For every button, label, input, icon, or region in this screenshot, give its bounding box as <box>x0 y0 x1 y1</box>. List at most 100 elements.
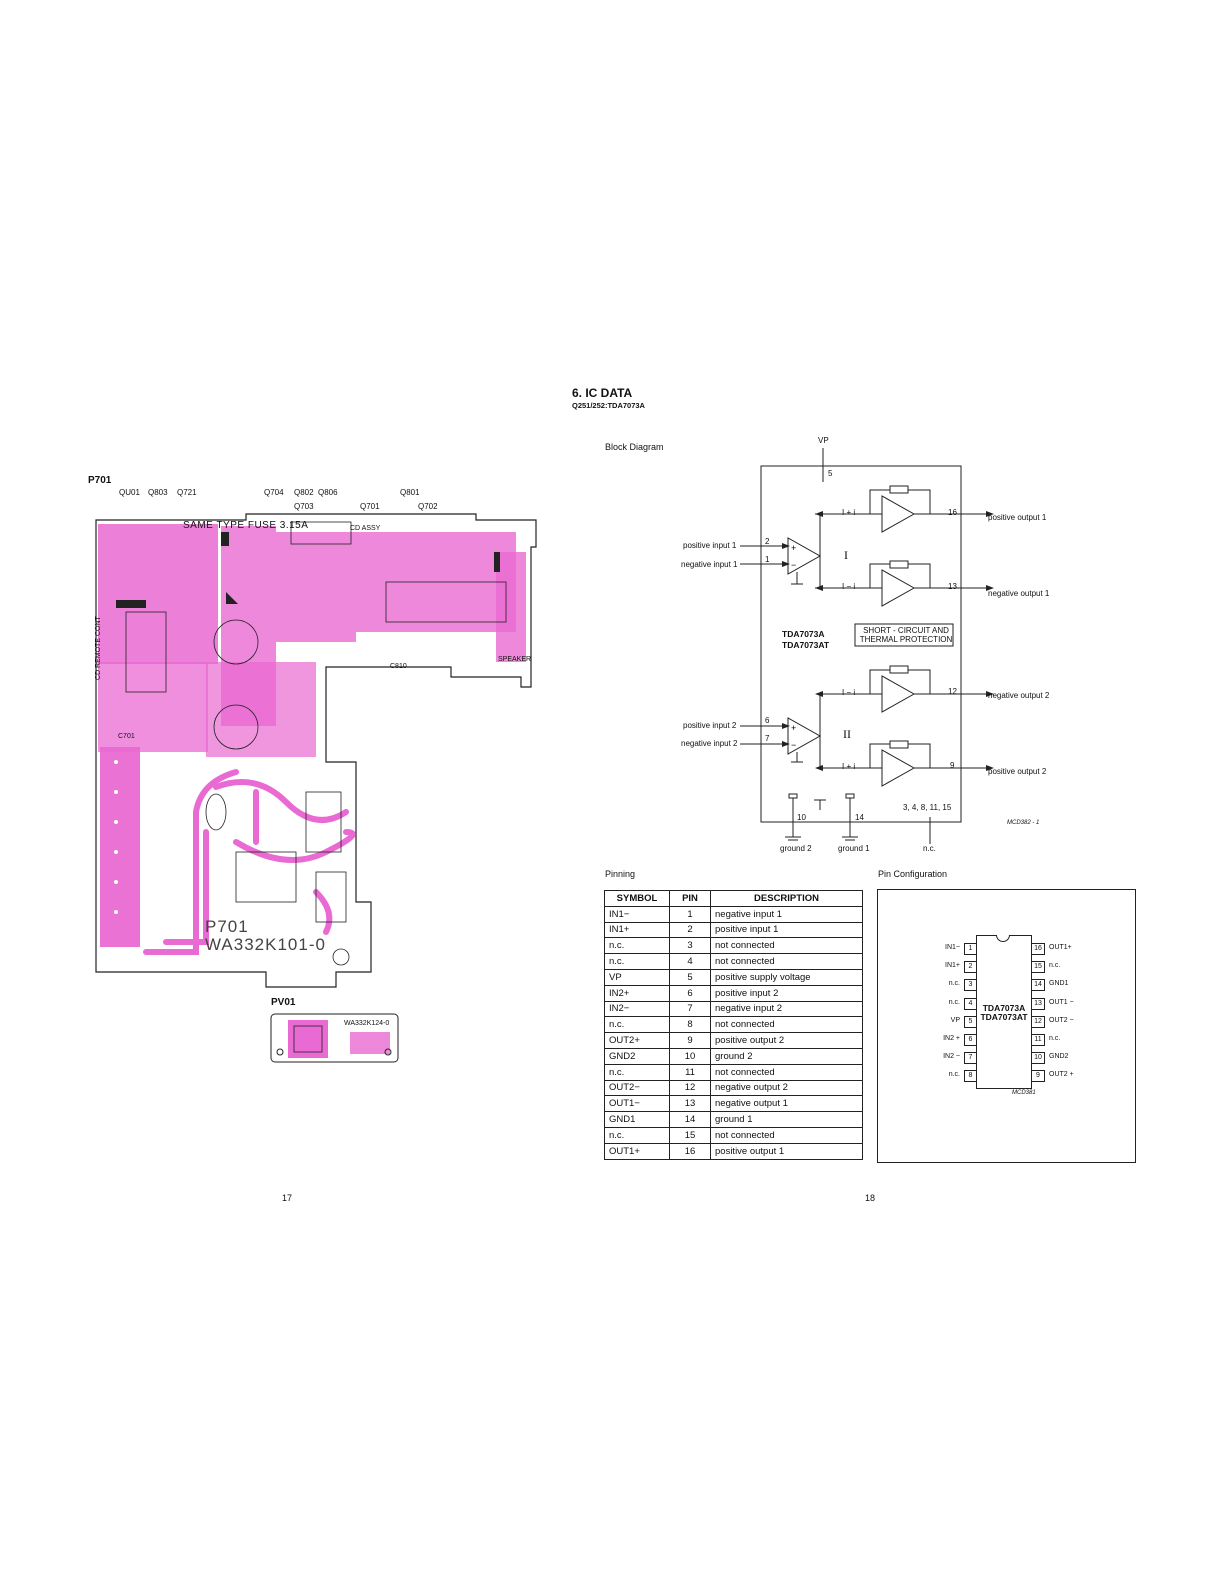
pin-symbol: n.c. <box>604 937 670 955</box>
pin-description: not connected <box>710 1063 863 1081</box>
pin-description: negative output 1 <box>710 1095 863 1113</box>
pin-number: 1 <box>669 905 711 923</box>
svg-text:−: − <box>791 740 796 750</box>
pin-config-right-pin: 11 <box>1031 1034 1045 1046</box>
pin-config-part-2: TDA7073AT <box>980 1012 1028 1022</box>
pin-config-part-1: TDA7073A <box>982 1003 1026 1013</box>
pin-symbol: IN2− <box>604 1000 670 1018</box>
pin-symbol: OUT2− <box>604 1079 670 1097</box>
pin-config-right-label: OUT2 − <box>1049 1016 1074 1024</box>
pin-config-right-pin: 16 <box>1031 943 1045 955</box>
board-name-silkscreen: P701 <box>205 917 249 936</box>
pin-description: negative input 1 <box>710 905 863 923</box>
pin-config-left-label: n.c. <box>948 998 960 1006</box>
nc-label: n.c. <box>923 844 936 853</box>
pin-symbol: OUT1− <box>604 1095 670 1113</box>
pin-config-right-pin: 15 <box>1031 961 1045 974</box>
pin-config-right-label: OUT2 + <box>1049 1071 1074 1079</box>
pin-description: not connected <box>710 937 863 955</box>
pin-symbol: IN1+ <box>604 921 670 939</box>
pin-config-right-label: GND2 <box>1049 1053 1069 1061</box>
protection-label-2: THERMAL PROTECTION <box>859 635 953 644</box>
pin-config-right-label: OUT1 − <box>1049 998 1074 1006</box>
current-label-1: I + i <box>842 508 856 517</box>
section-label-pv01: PV01 <box>271 997 296 1008</box>
input-pin-1: 1 <box>765 555 770 564</box>
pin-number: 12 <box>669 1079 711 1097</box>
section-heading: 6. IC DATA <box>572 386 633 400</box>
cd-remote-silkscreen: CD REMOTE CONT <box>95 616 102 680</box>
svg-text:−: − <box>791 560 796 570</box>
pin-number: 7 <box>669 1000 711 1018</box>
output-pin-13: 13 <box>948 582 957 591</box>
protection-label-1: SHORT - CIRCUIT AND <box>863 626 949 635</box>
pin-symbol: IN1− <box>604 905 670 923</box>
output-label-neg2: negative output 2 <box>988 691 1050 700</box>
label-q721: Q721 <box>177 488 197 497</box>
input-pin-7: 7 <box>765 734 770 743</box>
input-pin-6: 6 <box>765 716 770 725</box>
pin-symbol: n.c. <box>604 1063 670 1081</box>
pin-description: positive input 1 <box>710 921 863 939</box>
svg-text:+: + <box>791 723 796 733</box>
ground-pin-10: 10 <box>797 813 806 822</box>
pin-config-left-label: n.c. <box>948 1071 960 1079</box>
channel-1-label: I <box>844 548 848 562</box>
input-label-pos2: positive input 2 <box>683 721 737 730</box>
input-label-neg1: negative input 1 <box>681 560 738 569</box>
pinning-header-row: SYMBOL PIN DESCRIPTION <box>604 890 863 907</box>
output-pin-16: 16 <box>948 508 957 517</box>
cd-assy-silkscreen: CD ASSY <box>350 525 381 532</box>
pin-config-right-pin: 9 <box>1031 1070 1045 1083</box>
nc-pins: 3, 4, 8, 11, 15 <box>903 803 952 812</box>
label-q803: Q803 <box>148 488 168 497</box>
pin-number: 13 <box>669 1095 711 1113</box>
current-label-2: I − i <box>842 582 856 591</box>
pin-number: 4 <box>669 953 711 970</box>
pv01-silkscreen: WA332K124-0 <box>344 1020 390 1027</box>
fuse-silkscreen: SAME TYPE FUSE 3.15A <box>183 520 309 531</box>
pin-description: ground 2 <box>710 1047 863 1065</box>
label-qu01: QU01 <box>119 488 140 497</box>
pin-config-left-label: n.c. <box>948 980 960 988</box>
pcb-layout-pv01 <box>270 1013 399 1063</box>
page-number-right: 18 <box>865 1193 876 1203</box>
pin-number: 3 <box>669 937 711 955</box>
pin-number: 8 <box>669 1016 711 1034</box>
pin-config-left-label: IN1+ <box>945 962 960 970</box>
pin-config-left-label: IN1− <box>945 944 960 951</box>
pin-symbol: VP <box>604 968 670 986</box>
header-description: DESCRIPTION <box>710 890 863 907</box>
pin-config-right-label: OUT1+ <box>1049 944 1072 951</box>
pin-description: not connected <box>710 1016 863 1034</box>
pin-config-right-pin: 13 <box>1031 997 1045 1010</box>
pin-config-right-pin: 14 <box>1031 979 1045 992</box>
input-label-neg2: negative input 2 <box>681 739 738 748</box>
pin-config-left-pin: 3 <box>964 979 977 992</box>
pcb-layout-p701 <box>95 513 537 988</box>
block-figure-code: MCD382 - 1 <box>1007 820 1040 826</box>
label-q703: Q703 <box>294 502 314 511</box>
pin-description: not connected <box>710 953 863 970</box>
input-pin-2: 2 <box>765 537 770 546</box>
pin-number: 10 <box>669 1047 711 1065</box>
header-symbol: SYMBOL <box>604 890 670 907</box>
pin-config-left-label: IN2 − <box>943 1053 960 1061</box>
current-label-4: I + i <box>842 762 856 771</box>
pin-config-right-pin: 10 <box>1031 1052 1045 1065</box>
pin-config-figure-code: MCD381 <box>1012 1090 1036 1096</box>
pin-config-left-pin: 7 <box>964 1052 977 1065</box>
c810-silkscreen: C810 <box>390 663 407 670</box>
pin-config-right-label: GND1 <box>1049 980 1069 988</box>
pin-config-left-pin: 2 <box>964 961 977 974</box>
section-subheading: Q251/252:TDA7073A <box>572 401 645 410</box>
